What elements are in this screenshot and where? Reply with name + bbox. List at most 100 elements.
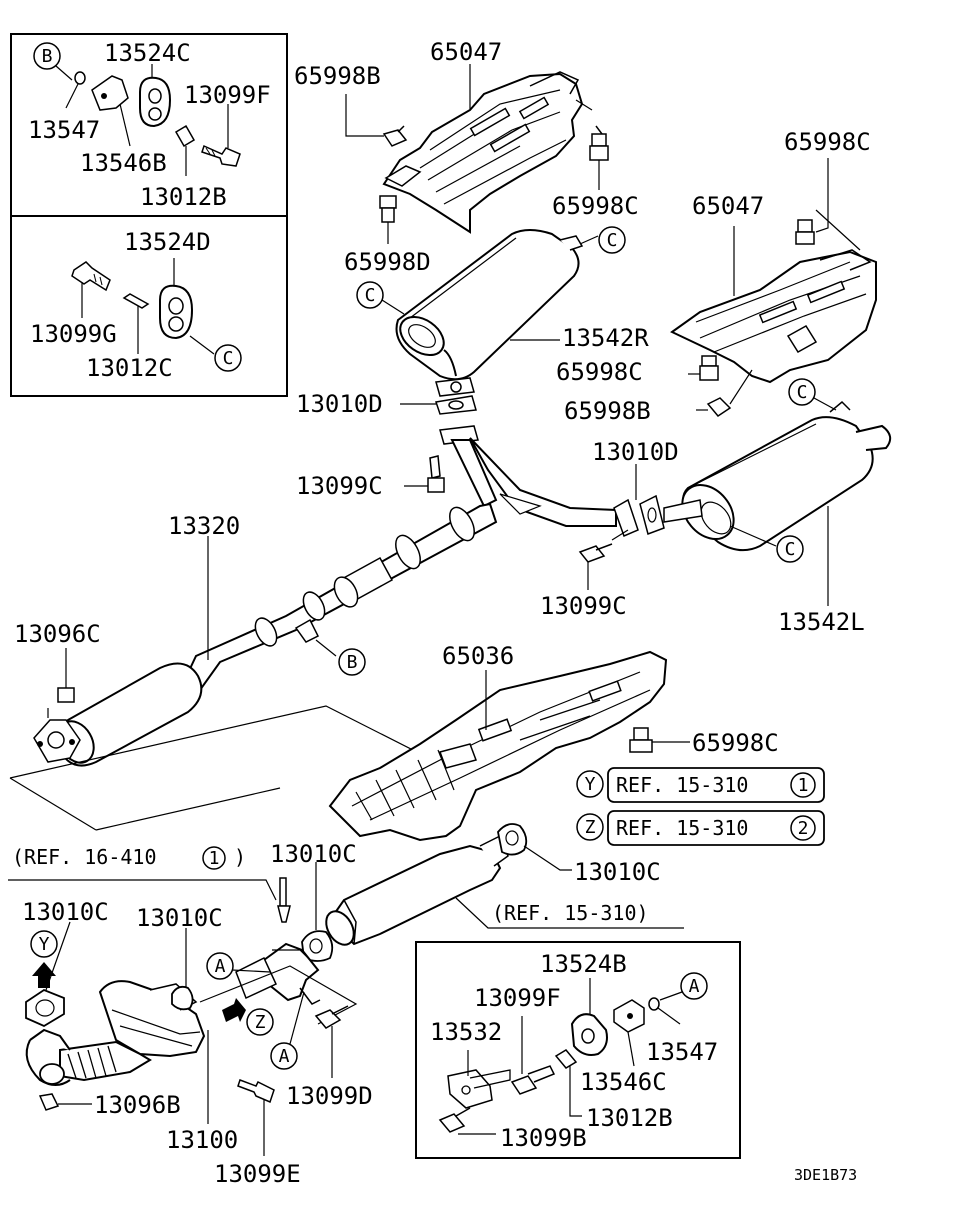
exhaust-pipe-13320	[33, 425, 617, 767]
bolt-65998d-icon	[379, 195, 397, 244]
label-13099f-box3: 13099F	[474, 984, 561, 1012]
nut-13096b-icon	[38, 1093, 60, 1111]
svg-text:2: 2	[798, 818, 809, 839]
muffler-13542r	[395, 229, 584, 397]
svg-text:C: C	[785, 539, 796, 560]
svg-text:REF. 15-310: REF. 15-310	[616, 816, 748, 840]
label-65998d: 65998D	[344, 248, 431, 276]
bolt-13099c-left-icon	[427, 455, 445, 493]
svg-text:Z: Z	[585, 817, 596, 838]
label-65998b-top: 65998B	[294, 62, 381, 90]
label-13099d: 13099D	[286, 1082, 373, 1110]
label-13099c-right: 13099C	[540, 592, 627, 620]
label-13012b-box3: 13012B	[586, 1104, 673, 1132]
pin-13012c-icon	[122, 293, 150, 309]
label-13524c: 13524C	[104, 39, 191, 67]
callout-a-icon: A	[680, 972, 708, 1000]
callout-c-icon: C	[788, 378, 816, 406]
label-13099f: 13099F	[184, 81, 271, 109]
gasket-13010c-left-icon	[25, 988, 65, 1028]
bolt-13099d-icon	[314, 1005, 349, 1029]
inset-box-3: A 13524B 13099F 13532 13547 13546C 13012…	[415, 941, 741, 1159]
label-13099b: 13099B	[500, 1124, 587, 1152]
gasket-13010c-right-icon	[497, 823, 528, 856]
label-13546b: 13546B	[80, 149, 167, 177]
label-65047-top: 65047	[430, 38, 502, 66]
gasket-13010c-left2-icon	[171, 985, 194, 1011]
arrow-right-icon	[222, 998, 246, 1022]
label-13547-box3: 13547	[646, 1038, 718, 1066]
svg-text:1: 1	[209, 848, 220, 869]
label-65047-right: 65047	[692, 192, 764, 220]
gasket-13010d-left-icon	[435, 395, 477, 415]
bolt-65998b-mid-icon	[706, 397, 732, 417]
callout-y-icon: Y	[30, 930, 58, 958]
label-13010d-left: 13010D	[296, 390, 383, 418]
bolt-13099f-icon	[201, 144, 241, 167]
bolt-13099b-icon	[438, 1107, 471, 1133]
washer-icon	[74, 71, 86, 85]
bracket-13532-icon	[447, 1069, 511, 1109]
bolt-13099c-right-icon	[578, 543, 613, 563]
ref-16-410-label: (REF. 16-410	[12, 845, 157, 869]
nut-13096c-icon	[57, 687, 75, 703]
label-13010c-left: 13010C	[22, 898, 109, 926]
label-65998c-mid: 65998C	[556, 358, 643, 386]
svg-text:Y: Y	[39, 934, 50, 955]
label-13012c: 13012C	[86, 354, 173, 382]
label-13320: 13320	[168, 512, 240, 540]
bracket-13546b-icon	[91, 75, 129, 111]
label-13010c-left2: 13010C	[136, 904, 223, 932]
label-13542l: 13542L	[778, 608, 865, 636]
callout-a-icon: A	[270, 1042, 298, 1070]
heat-shield-65036	[328, 650, 668, 842]
label-13096c: 13096C	[14, 620, 101, 648]
callout-c-icon: C	[776, 535, 804, 563]
arrow-up-icon	[32, 962, 56, 988]
label-65036: 65036	[442, 642, 514, 670]
label-65998c-low: 65998C	[692, 729, 779, 757]
gasket-13010d-right-icon	[613, 494, 665, 538]
svg-text:C: C	[365, 285, 376, 306]
diagram-code: 3DE1B73	[794, 1166, 857, 1184]
bolt-65998c-topright-icon	[795, 219, 815, 245]
rubber-hanger-13524c-icon	[139, 76, 172, 128]
svg-text:A: A	[689, 976, 700, 997]
svg-text:1: 1	[798, 775, 809, 796]
label-65998b-mid: 65998B	[564, 397, 651, 425]
callout-b-icon: B	[33, 42, 61, 70]
bolt-65998c-mid-icon	[699, 355, 719, 381]
svg-text:C: C	[223, 348, 234, 369]
bolt-13099g-icon	[71, 261, 111, 292]
label-13099c-left: 13099C	[296, 472, 383, 500]
callout-z-icon: Z	[246, 1008, 274, 1036]
label-13010c-top: 13010C	[270, 840, 357, 868]
heat-shield-65047-top	[382, 71, 584, 234]
inset-box-1: B 13524C 13547 13099F 13546B	[10, 33, 288, 397]
label-13547: 13547	[28, 116, 100, 144]
gasket-13010c-top-icon	[301, 930, 334, 962]
rubber-hanger-13524b-icon	[570, 1013, 608, 1056]
svg-text:Y: Y	[585, 774, 596, 795]
pin-13012b-box3-icon	[554, 1049, 578, 1069]
svg-text:C: C	[607, 230, 618, 251]
heat-shield-65047-right	[670, 249, 877, 384]
bolt-13099f-box3-icon	[510, 1065, 556, 1095]
label-13099e: 13099E	[214, 1160, 301, 1188]
svg-text:B: B	[42, 46, 53, 67]
bolt-65998c-low-icon	[629, 727, 653, 753]
label-13542r: 13542R	[562, 324, 649, 352]
callout-c-icon: C	[598, 226, 626, 254]
svg-text:Z: Z	[255, 1012, 266, 1033]
washer-box3-icon	[648, 997, 660, 1011]
callout-a-icon: A	[206, 952, 234, 980]
label-13100: 13100	[166, 1126, 238, 1154]
callout-b-icon: B	[338, 648, 366, 676]
svg-text:REF. 15-310: REF. 15-310	[616, 773, 748, 797]
bolt-65998c-topmid-icon	[589, 125, 609, 190]
label-65998c-topright: 65998C	[784, 128, 871, 156]
label-13524b: 13524B	[540, 950, 627, 978]
svg-text:): )	[234, 845, 246, 869]
